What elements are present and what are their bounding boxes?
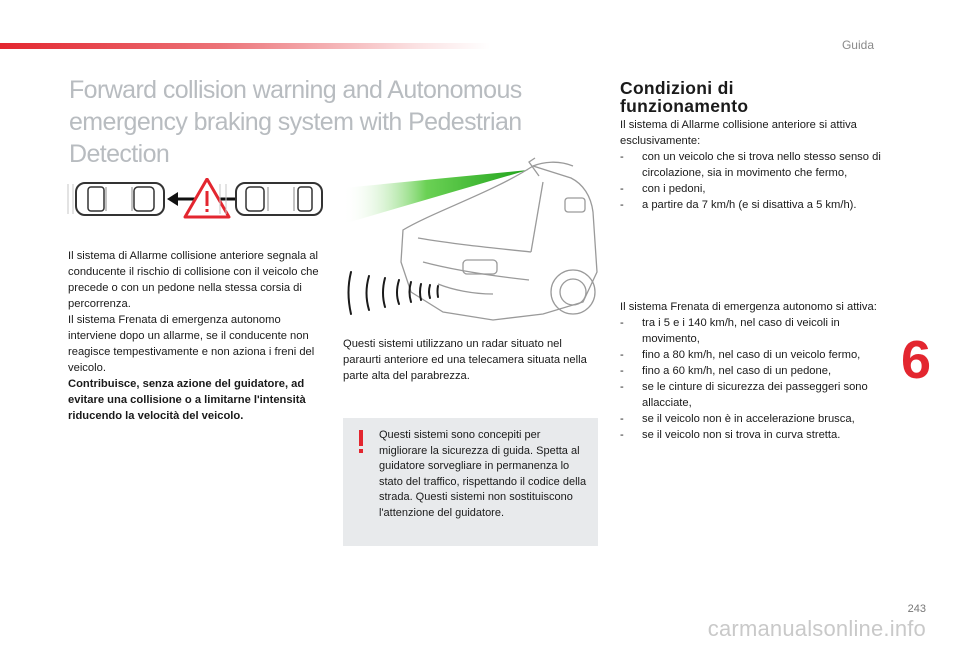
conditions-list: con un veicolo che si trova nello stesso… <box>620 149 882 213</box>
chapter-number: 6 <box>900 330 932 390</box>
header-accent-bar <box>0 43 490 49</box>
list-item: fino a 60 km/h, nel caso di un pedone, <box>620 363 882 379</box>
front-vehicle-icon <box>219 182 323 216</box>
radar-waves-icon <box>347 271 439 315</box>
watermark: carmanualsonline.info <box>707 616 926 641</box>
list-item: con i pedoni, <box>620 181 882 197</box>
conditions-intro: Il sistema di Allarme collisione anterio… <box>620 119 857 147</box>
conditions-heading: Condizioni di funzionamento <box>620 78 749 116</box>
intro-paragraph: Il sistema Frenata di emergenza autonomo… <box>68 314 315 374</box>
van-radar-illustration <box>343 157 598 321</box>
page-title: Forward collision warning and Autonomous… <box>69 76 522 168</box>
intro-paragraph: Il sistema di Allarme collisione anterio… <box>68 250 319 310</box>
intro-bold-paragraph: Contribuisce, senza azione del guidatore… <box>68 378 306 422</box>
exclamation-icon <box>359 430 363 453</box>
list-item: se il veicolo non è in accelerazione bru… <box>620 411 882 427</box>
intro-text: Il sistema di Allarme collisione anterio… <box>68 248 330 424</box>
list-item: con un veicolo che si trova nello stesso… <box>620 149 882 181</box>
collision-warning-illustration <box>67 178 323 219</box>
section-label: Guida <box>841 38 874 52</box>
list-item: se le cinture di sicurezza dei passegger… <box>620 379 882 411</box>
warning-note-text: Questi sistemi sono concepiti per miglio… <box>379 429 587 519</box>
warning-note-box: Questi sistemi sono concepiti per miglio… <box>343 418 598 546</box>
aeb-section: Il sistema Frenata di emergenza autonomo… <box>620 299 882 443</box>
conditions-section: Il sistema di Allarme collisione anterio… <box>620 117 882 213</box>
radar-description: Questi sistemi utilizzano un radar situa… <box>343 338 587 382</box>
warning-triangle-icon <box>183 178 231 219</box>
camera-beam-shape <box>343 170 528 224</box>
list-item: fino a 80 km/h, nel caso di un veicolo f… <box>620 347 882 363</box>
aeb-list: tra i 5 e i 140 km/h, nel caso di veicol… <box>620 315 882 443</box>
page-number: 243 <box>907 603 926 615</box>
aeb-intro: Il sistema Frenata di emergenza autonomo… <box>620 301 877 313</box>
list-item: se il veicolo non si trova in curva stre… <box>620 427 882 443</box>
list-item: tra i 5 e i 140 km/h, nel caso di veicol… <box>620 315 882 347</box>
rear-vehicle-icon <box>67 182 165 216</box>
list-item: a partire da 7 km/h (e si disattiva a 5 … <box>620 197 882 213</box>
van-outline-icon <box>400 157 598 321</box>
